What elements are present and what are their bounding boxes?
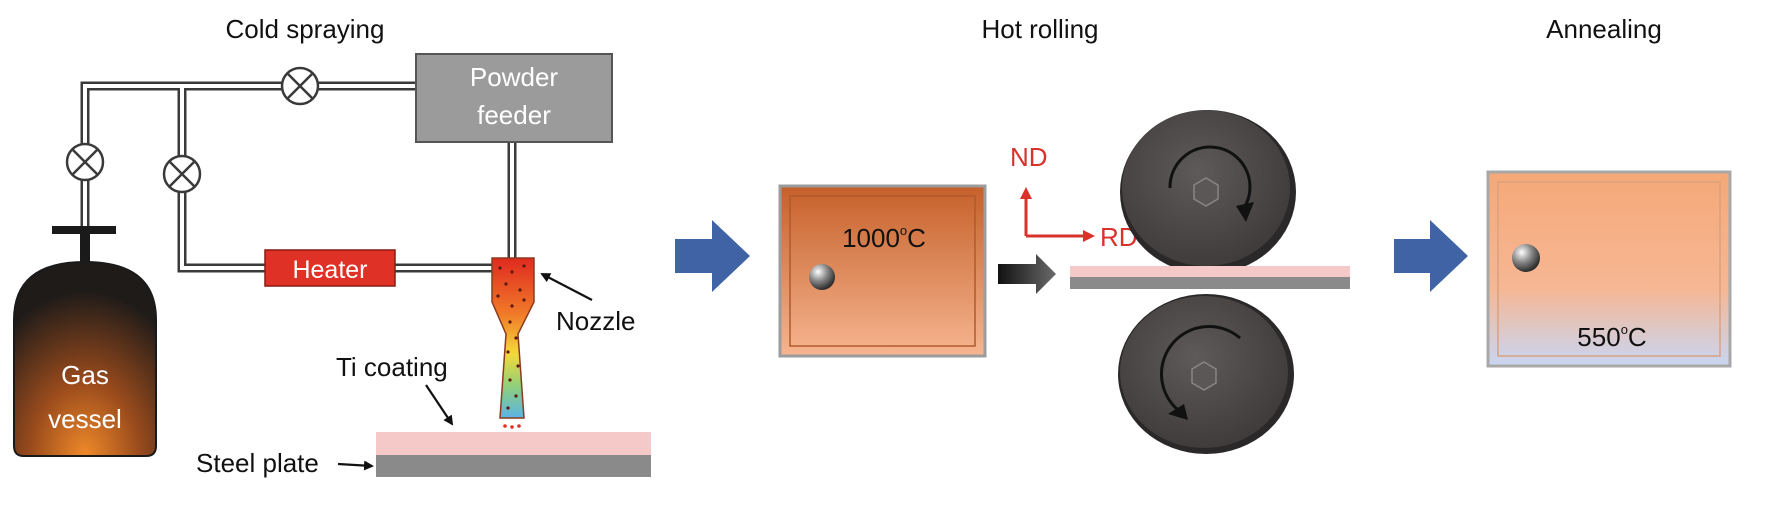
- rolled-coating-layer: [1070, 266, 1350, 277]
- gas-vessel-label: Gas: [61, 360, 109, 390]
- furnace-temperature: 1000oC: [842, 223, 926, 253]
- hexagon-axle-icon: [1193, 177, 1219, 207]
- title-cold-spraying: Cold spraying: [226, 14, 385, 44]
- furnace-temperature-value: 1000: [842, 223, 900, 253]
- upper-roller: [1120, 110, 1296, 274]
- powder-feeder-label: feeder: [477, 100, 551, 130]
- steel-plate-pointer: [337, 460, 374, 471]
- steel-plate-layer: [376, 455, 651, 477]
- normal-direction-label: ND: [1010, 142, 1048, 172]
- rotation-arrow-icon: [1159, 324, 1241, 412]
- valve-icon: [162, 154, 202, 194]
- title-hot-rolling: Hot rolling: [981, 14, 1098, 44]
- degree-mark: o: [1621, 322, 1628, 337]
- ti-coating-pointer: [425, 384, 454, 426]
- process-arrow-icon: [675, 220, 750, 292]
- heating-furnace: 1000oC: [778, 184, 987, 358]
- annealing-temperature: 550oC: [1577, 322, 1646, 352]
- rotation-arrow-icon: [1168, 145, 1252, 209]
- heater-label: Heater: [292, 256, 367, 284]
- title-annealing: Annealing: [1546, 14, 1662, 44]
- transfer-arrow-icon: [998, 254, 1056, 294]
- gas-vessel: Gas vessel: [13, 226, 157, 457]
- heater: Heater: [264, 249, 396, 287]
- furnace-knob-icon: [1512, 244, 1540, 272]
- nozzle-label: Nozzle: [556, 306, 635, 336]
- hexagon-axle-icon: [1191, 361, 1217, 391]
- valve-icon: [65, 142, 105, 182]
- furnace-knob-icon: [809, 264, 835, 290]
- valve-icon: [280, 66, 320, 106]
- rolled-steel-layer: [1070, 277, 1350, 289]
- lower-roller: [1118, 294, 1294, 454]
- temperature-unit: C: [907, 223, 926, 253]
- powder-feeder-label: Powder: [470, 62, 558, 92]
- annealing-furnace: 550oC: [1486, 170, 1732, 368]
- steel-plate-label: Steel plate: [196, 448, 319, 478]
- nozzle-pointer: [540, 273, 593, 301]
- gas-vessel-label: vessel: [48, 404, 122, 434]
- powder-feeder: Powder feeder: [415, 53, 613, 143]
- ti-coating-label: Ti coating: [336, 352, 448, 382]
- direction-axes: ND RD: [1010, 142, 1138, 252]
- ti-coating-layer: [376, 432, 651, 455]
- nozzle: [491, 257, 535, 429]
- process-arrow-icon: [1394, 220, 1468, 292]
- annealing-temperature-value: 550: [1577, 322, 1620, 352]
- degree-mark: o: [900, 223, 907, 238]
- temperature-unit: C: [1628, 322, 1647, 352]
